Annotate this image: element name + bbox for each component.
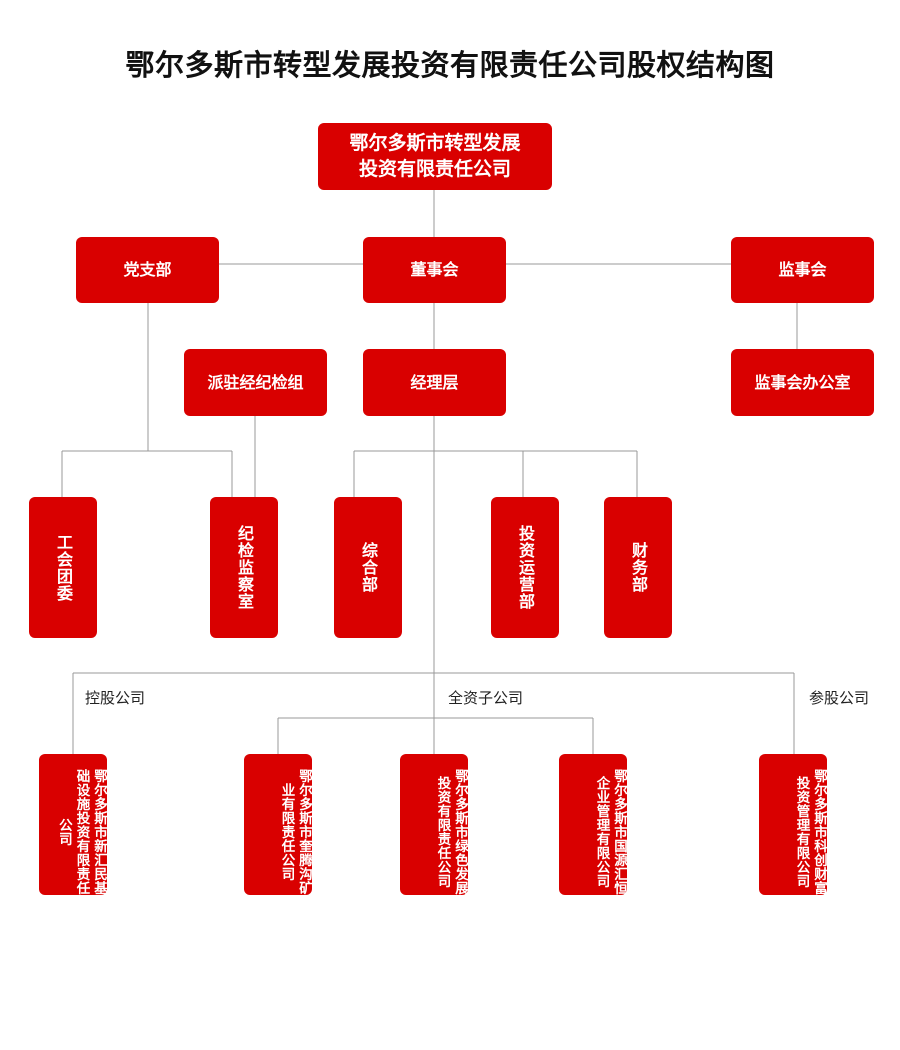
subsidiary-kechuangcaifu: 鄂尔多斯市科创财富投资管理有限公司 <box>759 754 827 895</box>
holding-company-label: 控股公司 <box>85 689 146 707</box>
investment-ops-dept-node: 投资运营部 <box>491 497 559 638</box>
party-branch-node: 党支部 <box>76 237 219 303</box>
subsidiary-xinhuimin: 鄂尔多斯市新汇民基础设施投资有限责任公司 <box>39 754 107 895</box>
root-line-1: 鄂尔多斯市转型发展 <box>349 131 521 154</box>
discipline-group-node: 派驻经纪检组 <box>184 349 327 416</box>
supervisor-office-node: 监事会办公室 <box>731 349 874 416</box>
board-node: 董事会 <box>363 237 506 303</box>
supervisory-board-node: 监事会 <box>731 237 874 303</box>
general-dept-node: 综合部 <box>334 497 402 638</box>
subsidiary-lvsefazhan: 鄂尔多斯市绿色发展投资有限责任公司 <box>400 754 468 895</box>
page-title: 鄂尔多斯市转型发展投资有限责任公司股权结构图 <box>125 48 775 82</box>
root-company-node: 鄂尔多斯市转型发展 投资有限责任公司 <box>318 123 552 190</box>
root-line-2: 投资有限责任公司 <box>358 157 511 180</box>
union-node: 工会团委 <box>29 497 97 638</box>
wholly-owned-label: 全资子公司 <box>448 689 524 707</box>
subsidiary-kuitenggou: 鄂尔多斯市奎腾沟矿业有限责任公司 <box>244 754 312 895</box>
participating-label: 参股公司 <box>809 689 870 707</box>
management-node: 经理层 <box>363 349 506 416</box>
finance-dept-node: 财务部 <box>604 497 672 638</box>
subsidiary-guoyuanhuiheng: 鄂尔多斯市国源汇恒企业管理有限公司 <box>559 754 627 895</box>
discipline-office-node: 纪检监察室 <box>210 497 278 638</box>
